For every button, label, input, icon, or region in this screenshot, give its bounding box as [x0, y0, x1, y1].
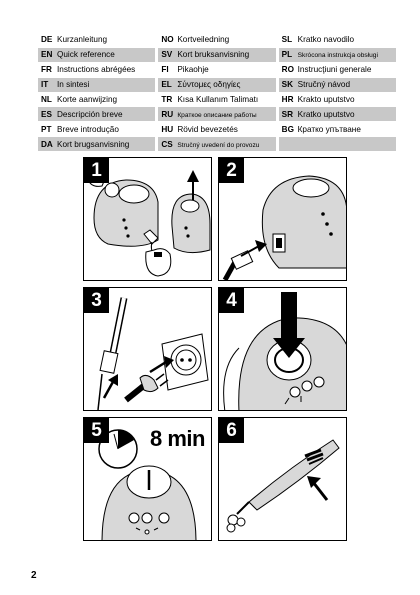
step-number: 2: [219, 158, 244, 183]
step-number: 6: [219, 418, 244, 443]
hand-unit-illustration: [226, 439, 340, 533]
steam-cleaner-filling-illustration: [87, 163, 211, 277]
step-number: 5: [84, 418, 109, 443]
page-number: 2: [31, 570, 37, 581]
step-3-panel: 3: [83, 287, 212, 411]
wait-timer-illustration: [98, 429, 197, 540]
step-number: 3: [84, 288, 109, 313]
step-1-panel: 1: [83, 157, 212, 281]
step-6-panel: 6: [218, 417, 347, 541]
step-4-panel: 4: [218, 287, 347, 411]
step-5-panel: 5 8 min: [83, 417, 212, 541]
step-number: 4: [219, 288, 244, 313]
step-2-panel: 2: [218, 157, 347, 281]
instruction-steps: 1 2: [83, 157, 347, 541]
plug-socket-illustration: [97, 297, 209, 410]
steam-cleaner-plug-illustration: [222, 175, 346, 280]
step-number: 1: [84, 158, 109, 183]
power-switch-illustration: [223, 292, 346, 410]
timer-label: 8 min: [150, 426, 205, 451]
language-cell: [278, 136, 396, 152]
